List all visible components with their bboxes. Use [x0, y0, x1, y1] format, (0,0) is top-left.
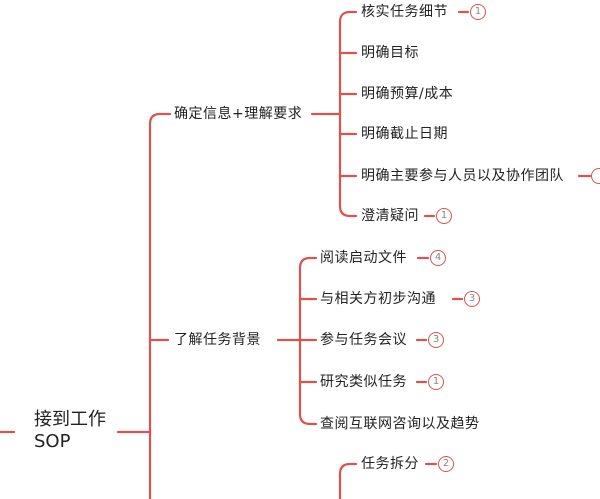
item-clarify-deadline: 明确截止日期: [361, 126, 448, 142]
group-confirm-info: 确定信息+理解要求: [174, 106, 303, 122]
badge-count: 1: [428, 374, 444, 390]
item-clarify-team: 明确主要参与人员以及协作团队: [361, 168, 564, 184]
badge-count: 3: [428, 332, 444, 348]
badge-count: 2: [438, 456, 454, 472]
connector-group1-bracket: [338, 10, 358, 218]
item-read-kickoff-docs: 阅读启动文件: [320, 250, 407, 266]
badge-count: 4: [430, 250, 446, 266]
badge-count: 1: [436, 208, 452, 224]
connector-level1-spine: [148, 112, 172, 499]
item-resolve-questions: 澄清疑问: [361, 208, 419, 224]
badge-count: 3: [464, 291, 480, 307]
badge-count: 1: [470, 4, 486, 20]
root-node: 接到工作 SOP: [34, 409, 106, 453]
connector-group2-bracket: [298, 256, 318, 426]
item-research-similar: 研究类似任务: [320, 374, 407, 390]
item-research-trends: 查阅互联网咨询以及趋势: [320, 416, 480, 432]
root-subtitle: SOP: [34, 431, 71, 452]
root-title: 接到工作: [34, 409, 106, 430]
item-attend-meeting: 参与任务会议: [320, 332, 407, 348]
item-clarify-budget: 明确预算/成本: [361, 86, 454, 102]
group-task-background: 了解任务背景: [174, 332, 261, 348]
item-initial-communication: 与相关方初步沟通: [320, 291, 436, 307]
item-clarify-goal: 明确目标: [361, 45, 419, 61]
item-verify-details: 核实任务细节: [361, 4, 448, 20]
badge-count: [591, 168, 600, 184]
connector-group3-bracket: [338, 462, 358, 499]
item-task-breakdown: 任务拆分: [361, 456, 419, 472]
